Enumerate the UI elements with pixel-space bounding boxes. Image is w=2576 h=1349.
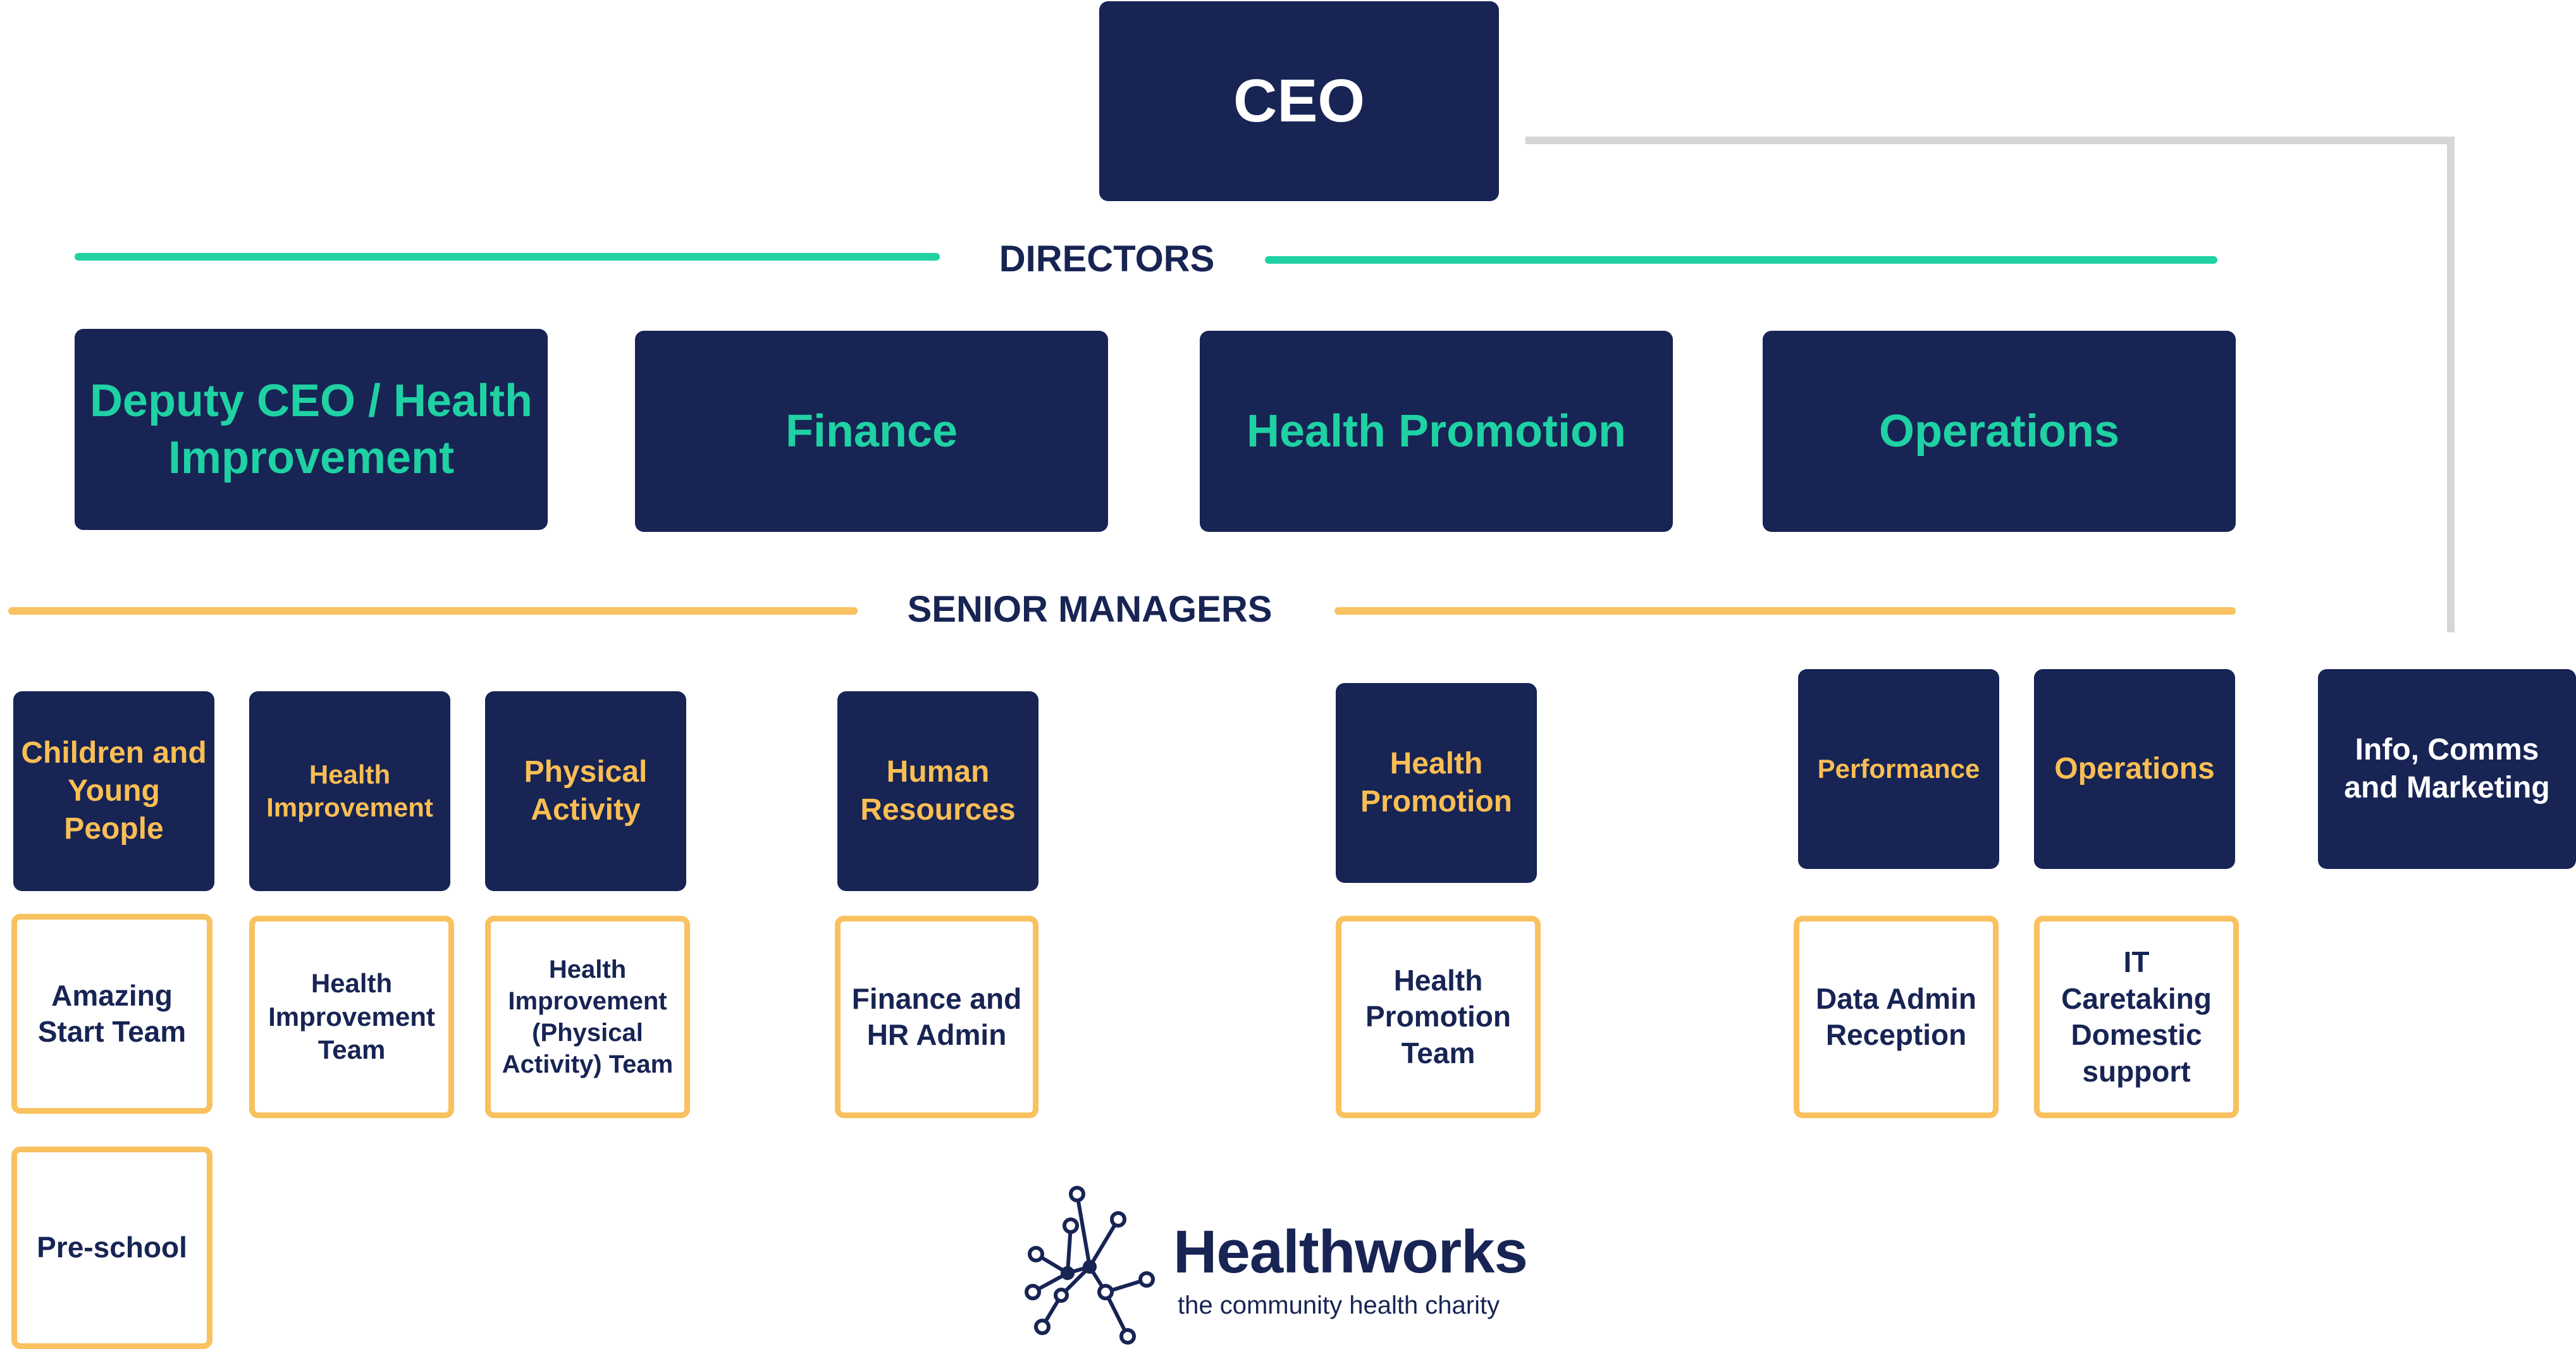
- director-deputy-ceo-label: Deputy CEO / Health Improvement: [89, 376, 533, 483]
- manager-operations-box: Operations: [2034, 669, 2235, 869]
- directors-divider-right: [1265, 256, 2217, 264]
- director-deputy-ceo-box: Deputy CEO / Health Improvement: [75, 329, 548, 530]
- manager-performance-box: Performance: [1798, 669, 1999, 869]
- directors-divider-left: [75, 253, 940, 261]
- manager-health-promotion-box: Health Promotion: [1336, 683, 1537, 883]
- info-comms-marketing-label: Info, Comms and Marketing: [2344, 733, 2550, 804]
- team-health-promotion-label: Health Promotion Team: [1365, 963, 1511, 1069]
- manager-health-improvement-box: Health Improvement: [249, 691, 450, 891]
- logo-wordmark: Healthworks: [1173, 1218, 1528, 1286]
- senior-managers-divider-left: [8, 607, 858, 615]
- director-operations-box: Operations: [1763, 331, 2236, 532]
- team-health-improvement: Health Improvement Team: [249, 916, 454, 1118]
- director-operations-label: Operations: [1878, 406, 2120, 457]
- senior-managers-divider-right: [1334, 607, 2236, 615]
- healthworks-network-icon: [1025, 1186, 1155, 1345]
- team-it-caretaking-label: IT Caretaking Domestic support: [2061, 946, 2212, 1088]
- director-health-promotion-label: Health Promotion: [1246, 406, 1626, 457]
- logo-tagline: the community health charity: [1178, 1291, 1500, 1319]
- manager-children-young-people-box: Children and Young People: [13, 691, 214, 891]
- director-finance-label: Finance: [785, 406, 958, 457]
- manager-health-promotion-label: Health Promotion: [1360, 747, 1512, 818]
- manager-human-resources-label: Human Resources: [860, 755, 1016, 827]
- team-amazing-start: Amazing Start Team: [11, 914, 213, 1114]
- senior-managers-heading: SENIOR MANAGERS: [907, 589, 1273, 630]
- team-health-promotion: Health Promotion Team: [1336, 916, 1541, 1118]
- director-health-promotion-box: Health Promotion: [1200, 331, 1673, 532]
- manager-operations-label: Operations: [2054, 752, 2215, 785]
- team-data-admin-reception-label: Data Admin Reception: [1816, 982, 1976, 1052]
- info-comms-marketing-box: Info, Comms and Marketing: [2318, 669, 2576, 869]
- director-finance-box: Finance: [635, 331, 1108, 532]
- team-amazing-start-label: Amazing Start Team: [37, 978, 187, 1049]
- manager-physical-activity-box: Physical Activity: [485, 691, 686, 891]
- team-health-improvement-label: Health Improvement Team: [268, 968, 435, 1065]
- manager-health-improvement-label: Health Improvement: [266, 759, 433, 823]
- manager-physical-activity-label: Physical Activity: [524, 755, 648, 827]
- team-physical-activity-label: Health Improvement (Physical Activity) T…: [502, 956, 674, 1078]
- team-pre-school-label: Pre-school: [37, 1231, 187, 1264]
- team-physical-activity: Health Improvement (Physical Activity) T…: [485, 916, 690, 1118]
- team-data-admin-reception: Data Admin Reception: [1794, 916, 1999, 1118]
- ceo-label: CEO: [1233, 67, 1365, 135]
- ceo-box: CEO: [1099, 1, 1499, 201]
- team-pre-school: Pre-school: [11, 1147, 213, 1349]
- manager-children-young-people-label: Children and Young People: [21, 736, 207, 846]
- manager-performance-label: Performance: [1817, 753, 1980, 784]
- team-it-caretaking: IT Caretaking Domestic support: [2034, 916, 2239, 1118]
- team-finance-hr-admin-label: Finance and HR Admin: [851, 982, 1022, 1052]
- team-finance-hr-admin: Finance and HR Admin: [835, 916, 1038, 1118]
- manager-human-resources-box: Human Resources: [837, 691, 1038, 891]
- directors-heading: DIRECTORS: [999, 238, 1215, 280]
